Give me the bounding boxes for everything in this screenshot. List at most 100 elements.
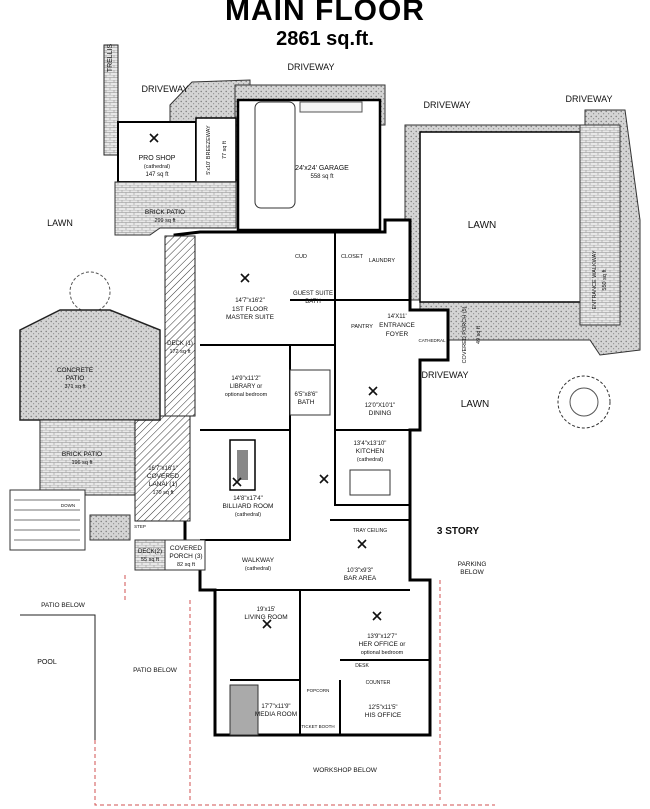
breezeway-room	[195, 117, 237, 183]
label-kitchen-sub: (cathedral)	[357, 457, 383, 463]
label-his: HIS OFFICE	[365, 712, 402, 719]
label-cud: CUD	[295, 254, 307, 260]
label-media: MEDIA ROOM	[255, 711, 297, 718]
label-office-dims: 13'9"x12'7"	[367, 634, 397, 640]
label-walkway-sub: (cathedral)	[245, 566, 271, 572]
label-pro-shop-area: 147 sq ft	[145, 172, 168, 178]
label-media-dims: 17'7"x11'9"	[261, 704, 290, 710]
label-billiard-sub: (cathedral)	[235, 512, 261, 518]
label-pool: POOL	[37, 659, 57, 666]
deck-2	[134, 539, 166, 571]
label-driveway-lower: DRIVEWAY	[421, 370, 468, 380]
label-driveway-right: DRIVEWAY	[565, 94, 612, 104]
concrete-patio	[19, 309, 161, 421]
label-closet: CLOSET	[341, 254, 364, 260]
label-lanai2: LANAI (1)	[149, 481, 178, 488]
interior-walls	[200, 232, 430, 735]
label-living: LIVING ROOM	[244, 614, 287, 621]
label-ticket: TICKET BOOTH	[301, 724, 334, 729]
plan-title: MAIN FLOOR	[225, 0, 425, 27]
covered-porch-3	[164, 539, 206, 571]
label-breezeway-area: 77 sq ft	[222, 141, 228, 160]
label-patio-below-top: PATIO BELOW	[41, 602, 86, 609]
label-deck2-area: 55 sq ft	[141, 557, 160, 563]
label-popcorn: POPCORN	[307, 688, 330, 693]
label-dining: DINING	[369, 410, 392, 417]
label-brick-patio-top-area: 299 sq ft	[154, 218, 176, 224]
label-counter: COUNTER	[366, 680, 391, 686]
label-lawn-lower: LAWN	[461, 399, 490, 410]
label-lawn-right: LAWN	[468, 220, 497, 231]
label-garage: 24'x24' GARAGE	[295, 165, 349, 172]
label-cathedral: CATHEDRAL	[419, 338, 446, 343]
brick-patio-top	[114, 181, 237, 236]
label-billiard-dims: 14'8"x17'4"	[233, 496, 263, 502]
deck-1	[164, 235, 196, 417]
label-entrance-walkway: ENTRANCE WALKWAY	[592, 250, 598, 309]
label-driveway-mid: DRIVEWAY	[423, 100, 470, 110]
label-concrete2: PATIO	[66, 375, 85, 382]
label-master-dims: 14'7"x16'2"	[235, 298, 265, 304]
label-lanai-area: 170 sq ft	[152, 490, 174, 496]
label-porch3: COVERED	[170, 545, 202, 552]
label-patio-below: PATIO BELOW	[133, 667, 178, 674]
label-dining-dims: 12'0"X10'1"	[365, 403, 396, 409]
label-brick-patio-top: BRICK PATIO	[145, 209, 185, 216]
label-porch3b: PORCH (3)	[169, 553, 202, 560]
label-lawn-left: LAWN	[47, 218, 73, 228]
label-library2: optional bedroom	[225, 392, 268, 398]
house-outline	[173, 218, 450, 737]
label-covered-porch-r: COVERED PORCH (5)	[462, 306, 468, 363]
roof-line	[94, 575, 495, 806]
label-guest-suite: GUEST SUITE	[293, 291, 333, 297]
label-tray-ceiling: TRAY CEILING	[353, 528, 387, 534]
label-bar-dims: 10'3"x9'3"	[347, 568, 373, 574]
label-parking2: BELOW	[460, 569, 484, 576]
label-breezeway: 5'x10' BREEZEWAY	[206, 125, 212, 175]
pro-shop-room	[117, 121, 197, 183]
label-deck1: DECK (1)	[167, 341, 193, 347]
entrance-walkway	[579, 124, 621, 326]
label-step: STEP	[134, 524, 146, 529]
label-entrance-walkway-area: 550 sq ft	[602, 269, 608, 291]
label-desk: DESK	[355, 663, 369, 669]
plan-area: 2861 sq.ft.	[276, 28, 374, 50]
label-trellis: TRELLIS	[107, 43, 114, 72]
label-deck2: DECK(2)	[138, 549, 162, 555]
covered-lanai	[134, 415, 191, 522]
label-office: HER OFFICE or	[359, 641, 407, 648]
label-living-dims: 19'x15'	[257, 607, 276, 613]
label-driveway-left: DRIVEWAY	[141, 84, 188, 94]
label-guest-bath: BATH	[305, 299, 321, 305]
label-three-story: 3 STORY	[437, 526, 480, 537]
center-markers	[149, 133, 382, 629]
media-stage	[229, 684, 259, 736]
label-entrance: ENTRANCE	[379, 322, 415, 329]
label-bath-dims: 6'5"x8'6"	[295, 392, 318, 398]
label-covered-porch-r-area: 49 sq ft	[476, 326, 482, 345]
label-bath: BATH	[298, 399, 315, 406]
label-kitchen-dims: 13'4"x13'10"	[354, 441, 387, 447]
label-concrete: CONCRETE	[57, 367, 94, 374]
label-library: LIBRARY or	[230, 384, 262, 390]
tree-icon	[557, 375, 611, 429]
label-lanai-dims: 16'7"x16'1"	[148, 466, 178, 472]
label-laundry: LAUNDRY	[369, 258, 396, 264]
tree-left-icon	[69, 271, 111, 313]
label-bar: BAR AREA	[344, 575, 377, 582]
label-garage-area: 558 sq ft	[310, 174, 333, 180]
label-parking: PARKING	[458, 561, 487, 568]
trellis-wall	[103, 44, 119, 156]
label-walkway: WALKWAY	[242, 557, 275, 564]
label-entrance-dims: 14'X11'	[387, 314, 406, 320]
label-driveway-top: DRIVEWAY	[287, 62, 334, 72]
label-master: 1ST FLOOR	[232, 306, 268, 313]
label-deck1-area: 172 sq ft	[169, 349, 191, 355]
label-pro-shop-sub: (cathedral)	[144, 164, 170, 170]
label-lanai: COVERED	[147, 473, 179, 480]
label-brick-patio-low: BRICK PATIO	[62, 451, 102, 458]
label-kitchen: KITCHEN	[356, 448, 385, 455]
label-foyer: FOYER	[386, 331, 409, 338]
label-billiard: BILLIARD ROOM	[223, 503, 274, 510]
